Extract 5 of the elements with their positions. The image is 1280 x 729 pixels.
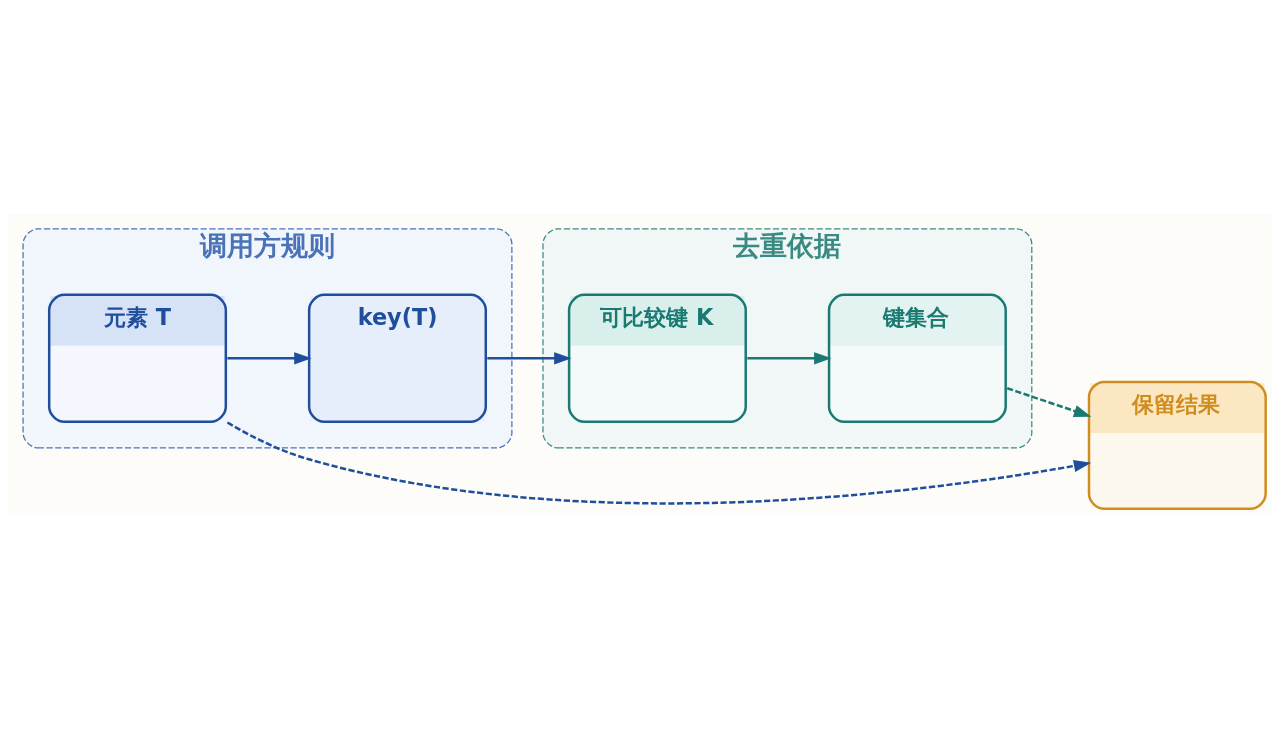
arrow xyxy=(747,352,832,365)
arrow xyxy=(487,352,572,365)
arrow xyxy=(226,421,1092,505)
arrow xyxy=(1006,387,1092,417)
arrow xyxy=(227,352,312,365)
